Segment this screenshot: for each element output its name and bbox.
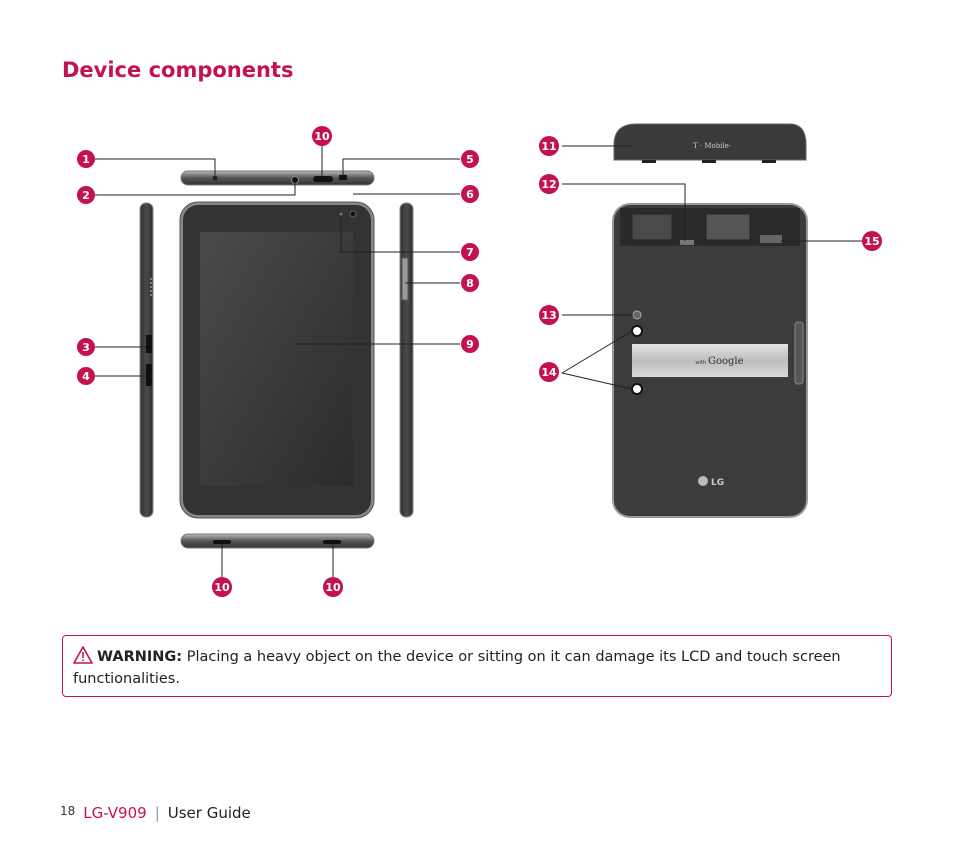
lg-logo-icon <box>698 476 708 486</box>
callout-10-bottom-right: 10 <box>323 577 343 597</box>
document-title: User Guide <box>168 804 251 822</box>
touch-screen <box>200 232 353 486</box>
page-number: 18 <box>60 804 75 818</box>
svg-text:6: 6 <box>466 188 474 201</box>
callout-2: 2 <box>77 186 95 204</box>
svg-text:11: 11 <box>541 140 556 153</box>
google-badge-text: Google <box>708 356 744 367</box>
callout-9: 9 <box>461 335 479 353</box>
device-right-side <box>400 203 413 517</box>
svg-text:10: 10 <box>214 581 230 594</box>
footer-separator: | <box>155 804 160 822</box>
rear-camera-1 <box>632 326 642 336</box>
model-name: LG-V909 <box>83 804 146 822</box>
carrier-logo: T · Mobile· <box>693 142 731 150</box>
google-badge-prefix: with <box>695 360 706 366</box>
callout-6: 6 <box>461 185 479 203</box>
microsd-slot <box>760 235 782 243</box>
svg-text:5: 5 <box>466 153 474 166</box>
callout-1: 1 <box>77 150 95 168</box>
svg-text:1: 1 <box>82 153 90 166</box>
svg-text:7: 7 <box>466 246 474 259</box>
svg-text:3: 3 <box>82 341 90 354</box>
svg-text:9: 9 <box>466 338 474 351</box>
lg-logo-text: LG <box>711 478 724 488</box>
svg-text:10: 10 <box>325 581 341 594</box>
callout-10-bottom-left: 10 <box>212 577 232 597</box>
speaker-top <box>313 176 333 182</box>
headset-jack <box>292 177 299 184</box>
device-back: with Google LG <box>612 203 808 518</box>
svg-text:13: 13 <box>541 309 556 322</box>
callout-3: 3 <box>77 338 95 356</box>
svg-text:10: 10 <box>314 130 330 143</box>
sim-slot <box>680 240 694 245</box>
callout-11: 11 <box>539 136 559 156</box>
callout-4: 4 <box>77 367 95 385</box>
warning-text: Placing a heavy object on the device or … <box>73 649 841 687</box>
battery-cover: T · Mobile· <box>614 124 806 163</box>
microphone-top <box>213 176 218 181</box>
callout-10-top: 10 <box>312 126 332 146</box>
front-camera <box>350 211 356 217</box>
device-bottom-edge <box>181 534 374 548</box>
callout-7: 7 <box>461 243 479 261</box>
device-front <box>180 202 374 518</box>
device-top-edge <box>181 171 374 185</box>
page-footer: 18 LG-V909 | User Guide <box>60 804 251 822</box>
light-sensor <box>340 213 343 216</box>
rear-camera-2 <box>632 384 642 394</box>
warning-box: WARNING: Placing a heavy object on the d… <box>62 635 892 697</box>
device-components-figure: T · Mobile· with Google LG <box>0 0 954 620</box>
callout-13: 13 <box>539 305 559 325</box>
warning-label: WARNING: <box>97 649 182 665</box>
callout-15: 15 <box>862 231 882 251</box>
device-left-side <box>140 203 153 517</box>
svg-text:2: 2 <box>82 189 90 202</box>
volume-keys <box>402 258 408 300</box>
hdmi-port <box>146 335 152 353</box>
svg-text:8: 8 <box>466 277 474 290</box>
usb-port <box>146 364 152 386</box>
svg-text:15: 15 <box>864 235 879 248</box>
callout-12: 12 <box>539 174 559 194</box>
callout-5: 5 <box>461 150 479 168</box>
callout-8: 8 <box>461 274 479 292</box>
svg-text:12: 12 <box>541 178 556 191</box>
power-key <box>339 175 347 180</box>
warning-triangle-icon <box>73 646 93 664</box>
callout-14: 14 <box>539 362 559 382</box>
svg-text:14: 14 <box>541 366 557 379</box>
rear-flash <box>633 311 641 319</box>
svg-text:4: 4 <box>82 370 90 383</box>
